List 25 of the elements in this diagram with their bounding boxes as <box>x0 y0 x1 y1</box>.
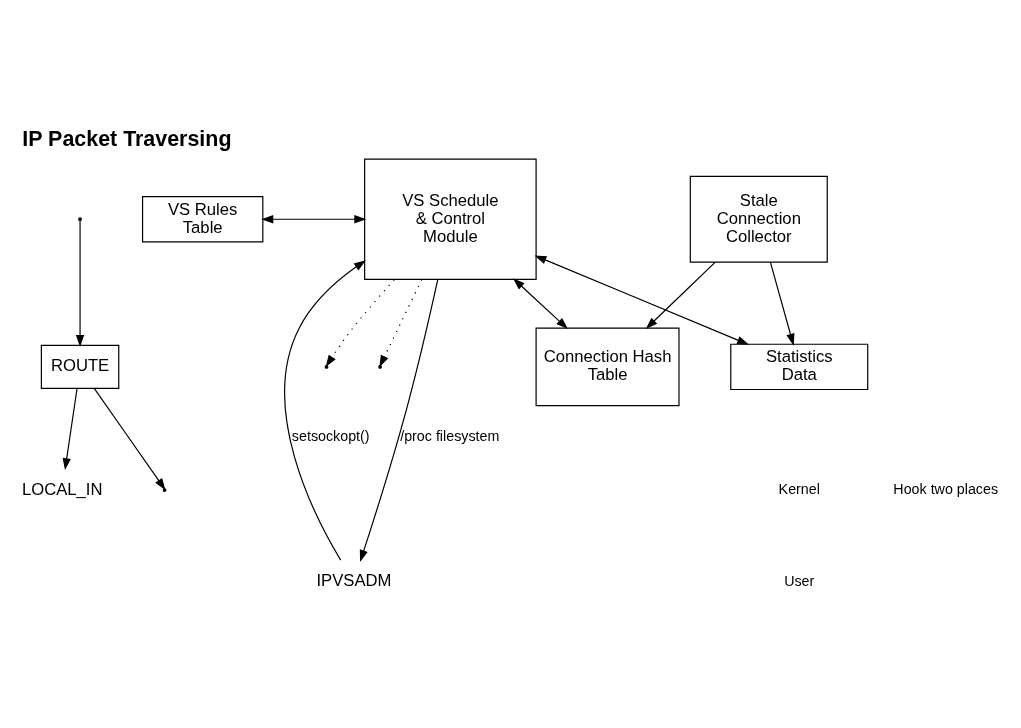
label: User <box>784 572 815 588</box>
node-box: VS Rules Table <box>141 195 264 242</box>
arrow <box>512 277 568 329</box>
node-box: VS Schedule & Control Module <box>364 158 537 280</box>
node-text: IPVSADM <box>316 570 392 590</box>
node-box: ROUTE <box>40 344 120 389</box>
arrow <box>284 259 366 561</box>
label: Hook two places <box>893 480 999 497</box>
node-text: LOCAL_IN <box>21 479 103 499</box>
node-box: Statistics Data <box>730 343 869 390</box>
arrow <box>62 387 78 470</box>
arrow <box>645 261 716 329</box>
edge-label: /proc filesystem <box>400 427 500 444</box>
label: Kernel <box>778 480 820 497</box>
diagram-title: IP Packet Traversing <box>22 126 232 151</box>
node-box: Stale Connection Collector <box>689 175 828 263</box>
arrow <box>75 219 85 347</box>
edge-label: setsockopt() <box>291 427 370 444</box>
arrow <box>534 254 750 345</box>
node-box: Connection Hash Table <box>535 327 680 406</box>
arrow <box>261 214 367 223</box>
arrow <box>93 387 166 490</box>
arrow <box>769 261 795 346</box>
arrow <box>359 278 439 562</box>
arrow <box>379 278 423 367</box>
